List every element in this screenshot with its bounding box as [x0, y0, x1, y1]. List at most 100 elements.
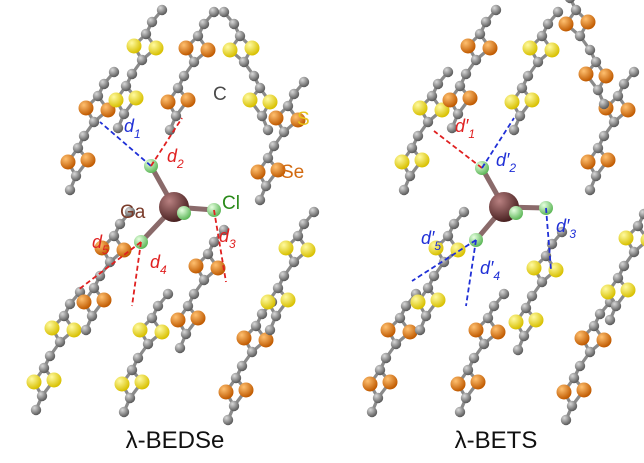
sulfur-atom [45, 321, 60, 336]
sulfur-atom [155, 325, 170, 340]
sulfur-atom [127, 39, 142, 54]
sulfur-atom [115, 377, 130, 392]
sulfur-atom [601, 285, 616, 300]
carbon-atom [99, 79, 109, 89]
carbon-atom [153, 301, 163, 311]
carbon-atom [463, 365, 473, 375]
carbon-atom [399, 185, 409, 195]
carbon-atom [479, 339, 489, 349]
selenium-atom [461, 39, 476, 54]
carbon-atom [189, 289, 199, 299]
chlorine-atom [509, 206, 523, 220]
sulfur-atom [263, 95, 278, 110]
carbon-atom [93, 91, 103, 101]
selenium-atom [483, 41, 498, 56]
carbon-atom [163, 289, 173, 299]
carbon-atom [173, 83, 183, 93]
carbon-atom [405, 171, 415, 181]
sulfur-atom [545, 43, 560, 58]
carbon-atom [521, 303, 531, 313]
carbon-atom [373, 393, 383, 403]
gacl4-anion [134, 159, 221, 249]
sulfur-atom [27, 375, 42, 390]
carbon-atom [109, 231, 119, 241]
selenium-atom [181, 93, 196, 108]
sulfur-atom [109, 93, 124, 108]
carbon-atom [395, 313, 405, 323]
carbon-atom [239, 57, 249, 67]
label-layer: d1 d2 d3 d4 d5 C S Se Ga Cl d′1 d′2 d′3 [92, 84, 576, 454]
carbon-atom [585, 185, 595, 195]
sulfur-atom [413, 101, 428, 116]
selenium-atom [239, 383, 254, 398]
carbon-atom [609, 117, 619, 127]
donor-molecule [27, 287, 86, 415]
carbon-atom [299, 219, 309, 229]
carbon-atom [513, 345, 523, 355]
donor-molecule [505, 7, 564, 135]
distance-label-dp2: d′2 [496, 150, 516, 175]
element-label-s: S [297, 109, 310, 130]
sulfur-atom [529, 313, 544, 328]
carbon-atom [491, 5, 501, 15]
carbon-atom [443, 231, 453, 241]
selenium-atom [581, 15, 596, 30]
carbon-atom [203, 249, 213, 259]
carbon-atom [423, 117, 433, 127]
sulfur-atom [411, 295, 426, 310]
contact-line [466, 240, 476, 306]
carbon-atom [629, 247, 639, 257]
sulfur-atom [133, 323, 148, 338]
donor-molecule [219, 7, 278, 135]
carbon-atom [255, 83, 265, 93]
carbon-atom [263, 125, 273, 135]
dp3-sub: 3 [569, 227, 576, 241]
carbon-atom [585, 347, 595, 357]
carbon-atom [279, 271, 289, 281]
carbon-atom [119, 407, 129, 417]
carbon-atom [293, 231, 303, 241]
carbon-atom [611, 301, 621, 311]
selenium-atom [621, 103, 636, 118]
carbon-atom [39, 363, 49, 373]
carbon-atom [591, 57, 601, 67]
carbon-atom [229, 401, 239, 411]
sulfur-atom [619, 231, 634, 246]
carbon-atom [423, 283, 433, 293]
dp1-base: d′ [455, 116, 469, 136]
selenium-atom [77, 295, 92, 310]
selenium-atom [81, 153, 96, 168]
sulfur-atom [301, 243, 316, 258]
dp5-sub: 5 [434, 239, 441, 253]
carbon-atom [421, 311, 431, 321]
carbon-atom [175, 343, 185, 353]
carbon-atom [199, 19, 209, 29]
carbon-atom [575, 31, 585, 41]
carbon-atom [613, 91, 623, 101]
carbon-atom [81, 325, 91, 335]
carbon-atom [593, 143, 603, 153]
donor-molecule [77, 207, 136, 335]
selenium-atom [471, 375, 486, 390]
carbon-atom [257, 111, 267, 121]
carbon-atom [247, 347, 257, 357]
sulfur-atom [523, 41, 538, 56]
carbon-atom [619, 261, 629, 271]
sulfur-atom [415, 153, 430, 168]
carbon-atom [269, 141, 279, 151]
sulfur-atom [223, 43, 238, 58]
element-label-se: Se [281, 162, 304, 183]
carbon-atom [237, 361, 247, 371]
carbon-atom [137, 55, 147, 65]
carbon-atom [263, 153, 273, 163]
d2-sub: 2 [176, 157, 184, 171]
sulfur-atom [431, 293, 446, 308]
sulfur-atom [525, 93, 540, 108]
element-label-c: C [213, 84, 227, 105]
selenium-atom [469, 323, 484, 338]
carbon-atom [79, 131, 89, 141]
carbon-atom [391, 339, 401, 349]
selenium-atom [597, 333, 612, 348]
selenium-atom [79, 101, 94, 116]
carbon-atom [593, 85, 603, 95]
